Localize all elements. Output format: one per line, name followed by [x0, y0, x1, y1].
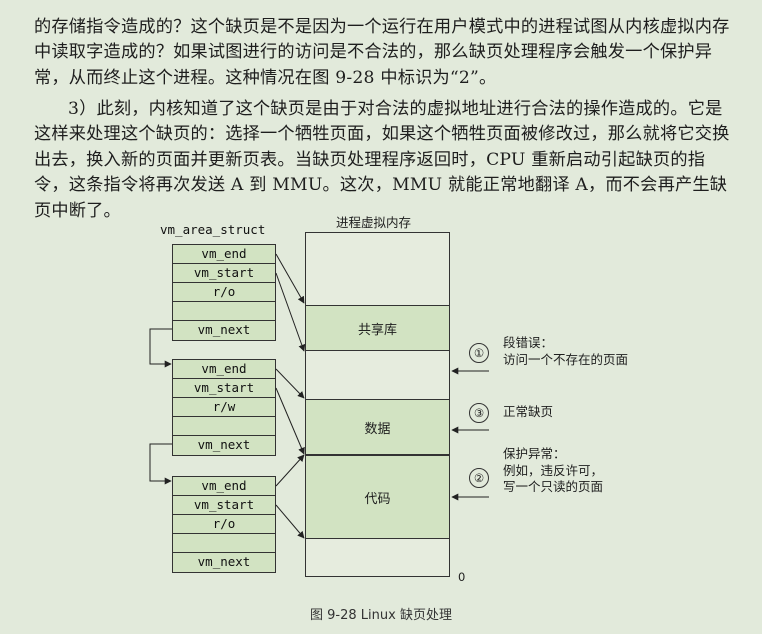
vm-area-struct-1: vm_end vm_start r/o vm_next: [172, 244, 276, 341]
field-empty: [173, 417, 275, 436]
arrow-start-1: [275, 272, 306, 352]
process-virtual-memory: 共享库 数据 代码: [305, 232, 450, 577]
field-vm-next: vm_next: [197, 437, 251, 452]
field-vm-next: vm_next: [197, 554, 251, 569]
annotation-segfault: 段错误： 访问一个不存在的页面: [503, 335, 628, 368]
annotation-line: 例如，违反许可，: [503, 462, 604, 478]
paragraph-2: 3）此刻，内核知道了这个缺页是由于对合法的虚拟地址进行合法的操作造成的。它是这样…: [34, 99, 730, 221]
figure-caption: 图 9-28 Linux 缺页处理: [310, 608, 452, 623]
annotation-number-1: ①: [469, 343, 489, 363]
annotation-line: 段错误：: [503, 335, 554, 350]
arrow-end-3: [275, 454, 305, 487]
vm-area-struct-3: vm_end vm_start r/o vm_next: [172, 476, 276, 573]
arrow-end-1: [275, 253, 305, 304]
field-empty: [173, 534, 275, 553]
annotation-line: 正常缺页: [503, 404, 554, 419]
annotation-number-2: ②: [469, 468, 489, 488]
arrow-end-2: [275, 368, 305, 399]
field-vm-next: vm_next: [197, 322, 251, 337]
field-vm-start: vm_start: [173, 264, 275, 283]
annotation-line: 写一个只读的页面: [503, 479, 604, 494]
arrow-start-2: [275, 387, 305, 455]
vm-area-struct-2: vm_end vm_start r/w vm_next: [172, 359, 276, 456]
field-permission: r/w: [173, 398, 275, 417]
paragraph-1: 的存储指令造成的？这个缺页是不是因为一个运行在用户模式中的进程试图从内核虚拟内存…: [34, 17, 730, 88]
vm-next-link-1: [149, 328, 172, 368]
arrow-start-3: [275, 504, 305, 539]
annotation-line: 保护异常：: [503, 446, 566, 461]
process-virtual-memory-title: 进程虚拟内存: [336, 215, 412, 230]
segment-code: 代码: [305, 455, 450, 539]
annotation-number-3: ③: [469, 403, 489, 423]
segment-data: 数据: [305, 399, 450, 455]
address-zero-label: 0: [458, 570, 466, 584]
segment-shared-library: 共享库: [305, 305, 450, 351]
annotation-line: 访问一个不存在的页面: [503, 351, 629, 367]
field-vm-end: vm_end: [173, 477, 275, 496]
field-vm-start: vm_start: [173, 496, 275, 515]
field-vm-end: vm_end: [173, 245, 275, 264]
field-vm-start: vm_start: [173, 379, 275, 398]
vm-area-struct-title: vm_area_struct: [160, 222, 266, 237]
vm-next-link-2: [149, 443, 172, 485]
field-permission: r/o: [173, 283, 275, 302]
field-permission: r/o: [173, 515, 275, 534]
field-empty: [173, 302, 275, 321]
field-vm-end: vm_end: [173, 360, 275, 379]
annotation-normal-fault: 正常缺页: [503, 404, 553, 421]
annotation-protection-fault: 保护异常： 例如，违反许可， 写一个只读的页面: [503, 446, 603, 496]
